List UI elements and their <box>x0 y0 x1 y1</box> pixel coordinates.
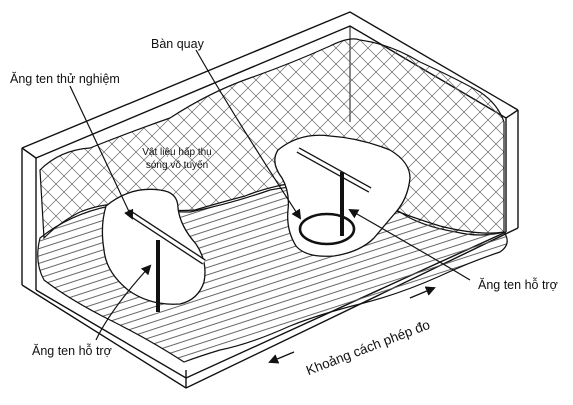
aux-antenna-right-label: Ăng ten hỗ trợ <box>478 278 558 292</box>
absorber-label-line2: sóng vô tuyến <box>145 160 209 171</box>
absorber-label-line1: Vật liệu hấp thụ <box>142 147 212 158</box>
test-antenna-icon <box>126 209 206 265</box>
measurement-distance-arrow <box>268 286 436 364</box>
test-antenna-label: Ăng ten thử nghiệm <box>10 72 120 86</box>
leader-arrows <box>69 49 471 341</box>
turntable-icon <box>298 212 356 246</box>
turntable-dipole-icon <box>296 147 372 193</box>
turntable-label: Bàn quay <box>151 37 204 51</box>
absorber-label: Vật liệu hấp thụ sóng vô tuyến <box>136 146 218 172</box>
aux-antenna-bottom-label: Ăng ten hỗ trợ <box>32 344 112 358</box>
